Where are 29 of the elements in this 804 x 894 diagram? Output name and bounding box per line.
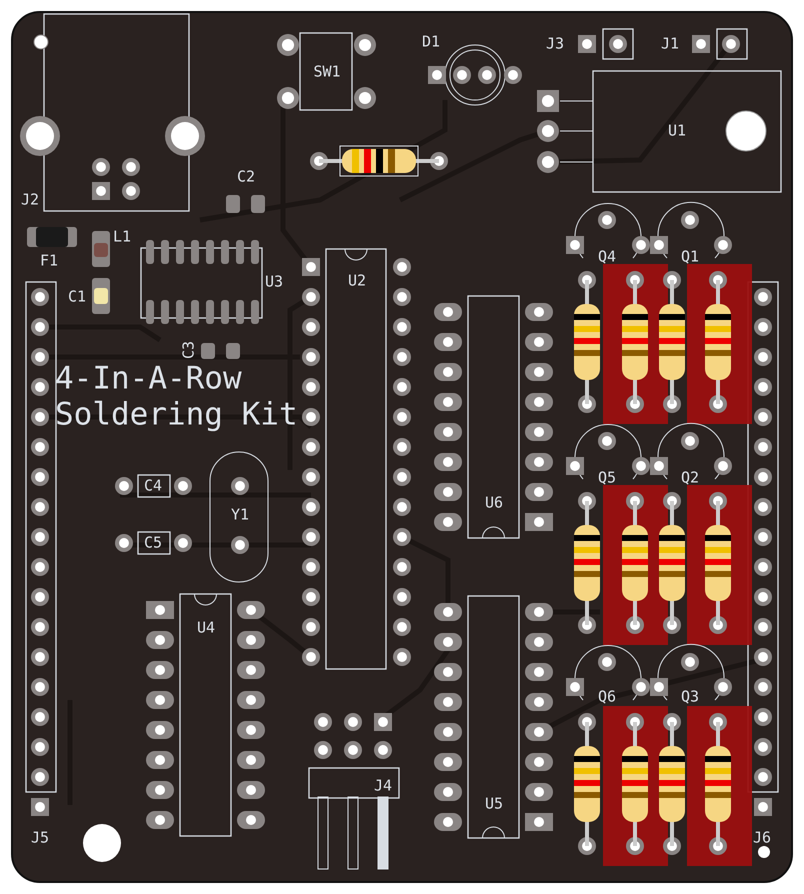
component-designator: D1 [422,34,440,50]
component-designator: L1 [112,230,132,244]
component-designator: Q3 [680,690,700,704]
component-designator: J6 [752,830,772,846]
component-designator: Y1 [230,508,250,522]
component-designator: Q1 [680,250,700,264]
component-designator: U4 [196,620,216,636]
component-designator: C3 [182,340,196,360]
component-designator: U3 [264,274,284,290]
component-designator: F1 [40,254,58,268]
component-designator: Q6 [598,690,616,704]
component-designator: U2 [348,274,366,288]
component-designator: J1 [660,36,680,52]
component-designator: Q4 [598,250,616,264]
component-designator: J5 [30,830,50,846]
component-designator: U1 [668,124,686,138]
component-designator: U5 [484,796,504,812]
component-designator: J4 [374,778,392,794]
component-designator: C1 [68,290,86,304]
component-designator: Q5 [598,470,616,486]
component-designator: C5 [144,536,162,550]
component-designator: J2 [20,192,40,208]
component-designator: C4 [144,478,162,494]
component-designator: J3 [546,36,564,52]
component-designator: SW1 [313,64,341,80]
component-designator: U6 [484,496,504,510]
component-designator: C2 [236,170,256,184]
board-title: 4-In-A-Row Soldering Kit [55,361,299,433]
component-designator: Q2 [680,470,700,486]
